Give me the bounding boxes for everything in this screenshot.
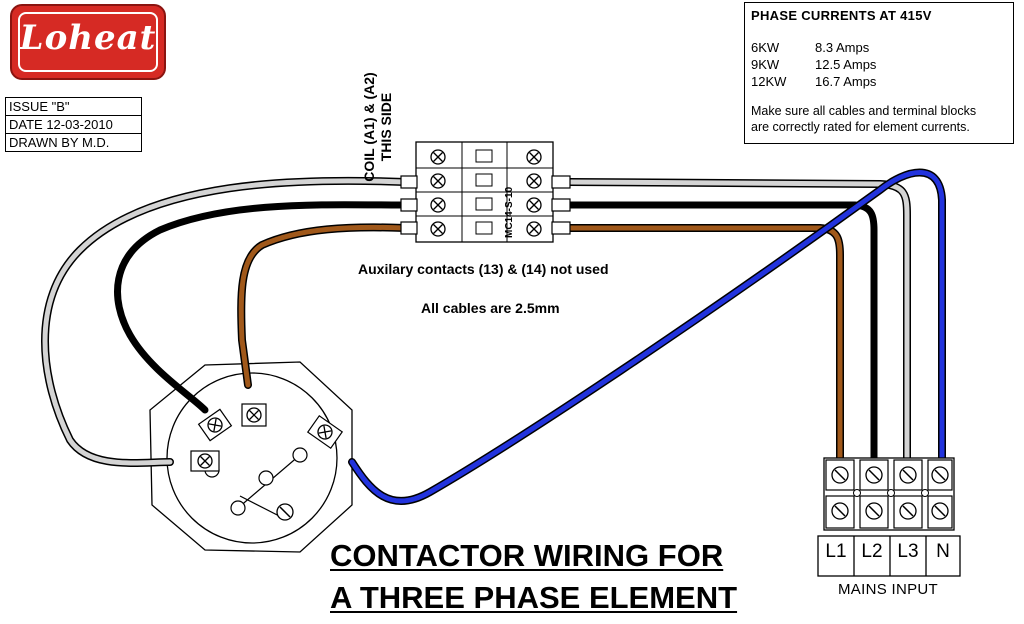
- company-logo: Loheat: [10, 4, 166, 80]
- cable-size-note: All cables are 2.5mm: [421, 300, 560, 316]
- phase-note-line1: Make sure all cables and terminal blocks: [751, 104, 977, 118]
- phase-note-line2: are correctly rated for element currents…: [751, 120, 970, 134]
- grey-mains-cable: [566, 178, 911, 462]
- drawn-by-label: DRAWN BY M.D.: [6, 134, 141, 152]
- phase-amps: 16.7 Amps: [815, 74, 877, 89]
- diagram-title-line1: CONTACTOR WIRING FOR: [330, 538, 724, 573]
- black-mains-cable: [566, 201, 878, 462]
- phase-label-n: N: [936, 541, 950, 562]
- phase-note: Make sure all cables and terminal blocks…: [751, 103, 1007, 135]
- phase-row: 12KW 16.7 Amps: [751, 73, 1007, 90]
- coil-label-line2: THIS SIDE: [378, 92, 394, 162]
- phase-row: 9KW 12.5 Amps: [751, 56, 1007, 73]
- logo-text: Loheat: [19, 18, 157, 58]
- phase-label-l2: L2: [861, 541, 883, 562]
- cables: [41, 168, 946, 505]
- phase-currents-title: PHASE CURRENTS AT 415V: [751, 8, 932, 23]
- diagram-title-line2: A THREE PHASE ELEMENT: [330, 580, 738, 615]
- phase-amps: 12.5 Amps: [815, 57, 877, 72]
- issue-label: ISSUE "B": [6, 98, 141, 116]
- phase-kw: 6KW: [751, 40, 780, 55]
- contactor-model: MC14-S-10: [504, 186, 515, 238]
- date-label: DATE 12-03-2010: [6, 116, 141, 134]
- contactor: MC14-S-10: [400, 141, 571, 243]
- phase-label-l3: L3: [897, 541, 919, 562]
- coil-label: COIL (A1) & (A2) THIS SIDE: [361, 67, 395, 187]
- brown-mains-cable: [566, 224, 844, 462]
- mains-terminal-block: [817, 457, 961, 577]
- phase-row: 6KW 8.3 Amps: [751, 39, 1007, 56]
- coil-label-line1: COIL (A1) & (A2): [361, 72, 377, 182]
- logo-border: [18, 12, 158, 72]
- phase-label-l1: L1: [825, 541, 847, 562]
- phase-amps: 8.3 Amps: [815, 40, 870, 55]
- phase-kw: 9KW: [751, 57, 780, 72]
- phase-kw: 12KW: [751, 74, 787, 89]
- brown-cable: [237, 223, 409, 389]
- black-cable: [114, 201, 409, 414]
- issue-info-box: ISSUE "B" DATE 12-03-2010 DRAWN BY M.D.: [5, 97, 142, 152]
- mains-input-label: MAINS INPUT: [838, 581, 938, 598]
- auxiliary-contacts-note: Auxilary contacts (13) & (14) not used: [358, 261, 609, 277]
